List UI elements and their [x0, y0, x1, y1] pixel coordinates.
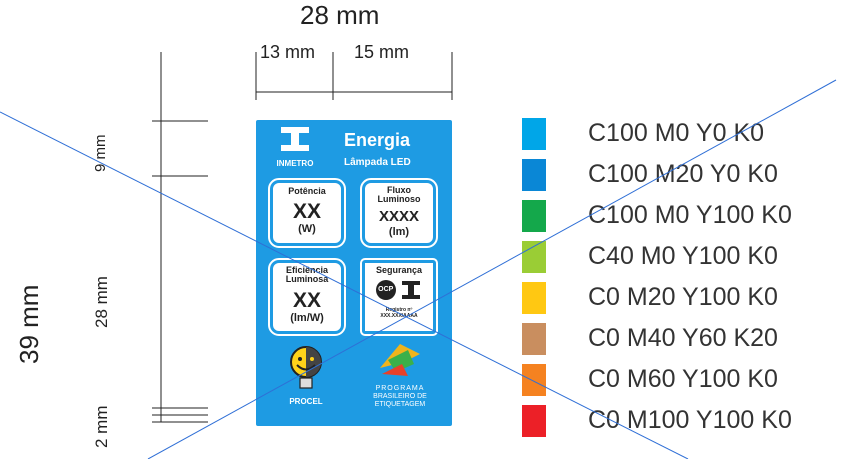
pbe-text-line2: BRASILEIRO DE	[373, 393, 427, 400]
color-swatch	[522, 282, 546, 314]
inmetro-logo: INMETRO	[261, 124, 329, 168]
seguranca-marks: OCP	[365, 279, 433, 303]
pbe-seal: PROGRAMA BRASILEIRO DE ETIQUETAGEM	[354, 338, 446, 424]
color-swatch	[522, 118, 546, 150]
potencia-title: Potência	[288, 186, 326, 196]
label-title: Energia	[344, 130, 411, 150]
seguranca-box: Segurança OCP Registro nº XXX.XXX/AAAA	[360, 258, 438, 336]
potencia-value: XX	[292, 200, 321, 223]
label-subtitle: Lâmpada LED	[344, 157, 411, 168]
potencia-box: Potência XX (W)	[268, 178, 346, 248]
seguranca-title: Segurança	[375, 265, 423, 275]
pbe-text-line3: ETIQUETAGEM	[374, 401, 426, 408]
inmetro-logo-text: INMETRO	[276, 159, 314, 168]
color-swatch	[522, 200, 546, 232]
color-swatch	[522, 241, 546, 273]
eficiencia-unit: (lm/W)	[290, 312, 324, 324]
color-cmyk-label: C100 M0 Y100 K0	[588, 201, 792, 229]
procel-smiley-bulb-icon	[290, 346, 322, 389]
inmetro-small-icon	[402, 281, 421, 299]
color-cmyk-label: C100 M0 Y0 K0	[588, 119, 765, 147]
bottom-segment-label: 2 mm	[92, 405, 111, 449]
color-swatch	[522, 159, 546, 191]
procel-seal: PROCEL	[278, 344, 334, 420]
energy-label: INMETRO Energia Lâmpada LED Potência XX …	[256, 120, 452, 426]
fluxo-box: Fluxo Luminoso XXXX (lm)	[360, 178, 438, 248]
color-swatch	[522, 323, 546, 355]
fluxo-title-line2: Luminoso	[377, 194, 421, 204]
eficiencia-box: Eficiência Luminosa XX (lm/W)	[268, 258, 346, 336]
color-cmyk-label: C100 M20 Y0 K0	[588, 160, 778, 188]
color-cmyk-label: C40 M0 Y100 K0	[588, 242, 778, 270]
pbe-logo-icon	[380, 344, 420, 376]
inmetro-icon	[281, 127, 309, 151]
fluxo-unit: (lm)	[388, 226, 410, 238]
color-swatch	[522, 405, 546, 437]
ocp-badge: OCP	[375, 280, 396, 300]
eficiencia-value: XX	[292, 289, 321, 312]
fluxo-value: XXXX	[378, 208, 420, 225]
top-segment-label: 9 mm	[92, 134, 109, 173]
right-width-label: 15 mm	[354, 42, 410, 62]
color-cmyk-label: C0 M20 Y100 K0	[588, 283, 778, 311]
left-width-label: 13 mm	[260, 42, 316, 62]
middle-segment-label: 28 mm	[92, 276, 111, 328]
pbe-text-line1: PROGRAMA	[375, 385, 425, 392]
potencia-unit: (W)	[298, 223, 316, 235]
total-width-label: 28 mm	[300, 0, 380, 30]
total-height-label: 39 mm	[14, 284, 44, 364]
seguranca-registry: Registro nº XXX.XXX/AAAA	[380, 307, 418, 319]
color-swatch	[522, 364, 546, 396]
color-cmyk-label: C0 M40 Y60 K20	[588, 324, 778, 352]
procel-text: PROCEL	[289, 397, 323, 406]
color-cmyk-label: C0 M60 Y100 K0	[588, 365, 778, 393]
eficiencia-title-line2: Luminosa	[285, 274, 329, 284]
color-cmyk-label: C0 M100 Y100 K0	[588, 406, 792, 434]
